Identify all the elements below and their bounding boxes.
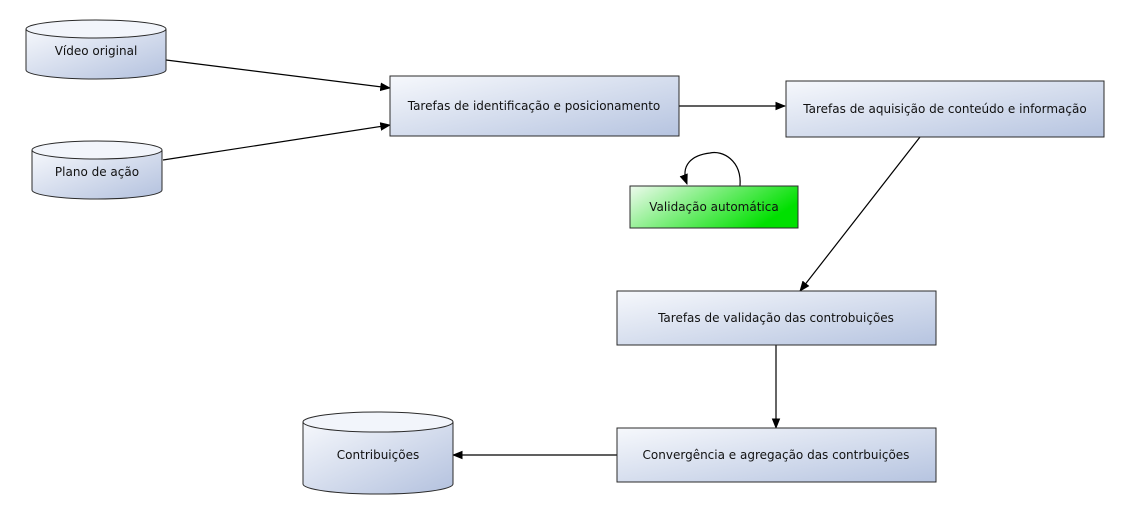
- node-video-original[interactable]: Vídeo original: [25, 19, 167, 80]
- edge-aquisicao-to-validacao: [799, 136, 921, 292]
- node-convergencia-label: Convergência e agregação das contrbuiçõe…: [643, 448, 910, 462]
- node-convergencia[interactable]: Convergência e agregação das contrbuiçõe…: [616, 427, 937, 483]
- node-validacao-contribuicoes-label: Tarefas de validação das controbuições: [657, 311, 894, 325]
- node-contribuicoes[interactable]: Contribuições: [302, 411, 454, 495]
- edge-plano-to-identificacao: [162, 122, 392, 161]
- node-validacao-contribuicoes[interactable]: Tarefas de validação das controbuições: [616, 290, 937, 346]
- edge-video-to-identificacao: [165, 59, 392, 92]
- node-aquisicao-label: Tarefas de aquisição de conteúdo e infor…: [802, 102, 1086, 116]
- edge-validacao-auto-self-loop: [679, 151, 741, 187]
- node-contribuicoes-label: Contribuições: [337, 448, 419, 462]
- node-identificacao-label: Tarefas de identificação e posicionament…: [407, 99, 661, 113]
- node-identificacao[interactable]: Tarefas de identificação e posicionament…: [389, 75, 680, 137]
- node-aquisicao[interactable]: Tarefas de aquisição de conteúdo e infor…: [785, 80, 1105, 138]
- node-plano-acao[interactable]: Plano de ação: [31, 140, 163, 200]
- node-plano-acao-label: Plano de ação: [55, 165, 139, 179]
- node-validacao-automatica-label: Validação automática: [649, 200, 778, 214]
- node-validacao-automatica[interactable]: Validação automática: [629, 185, 799, 229]
- node-video-original-label: Vídeo original: [55, 44, 138, 58]
